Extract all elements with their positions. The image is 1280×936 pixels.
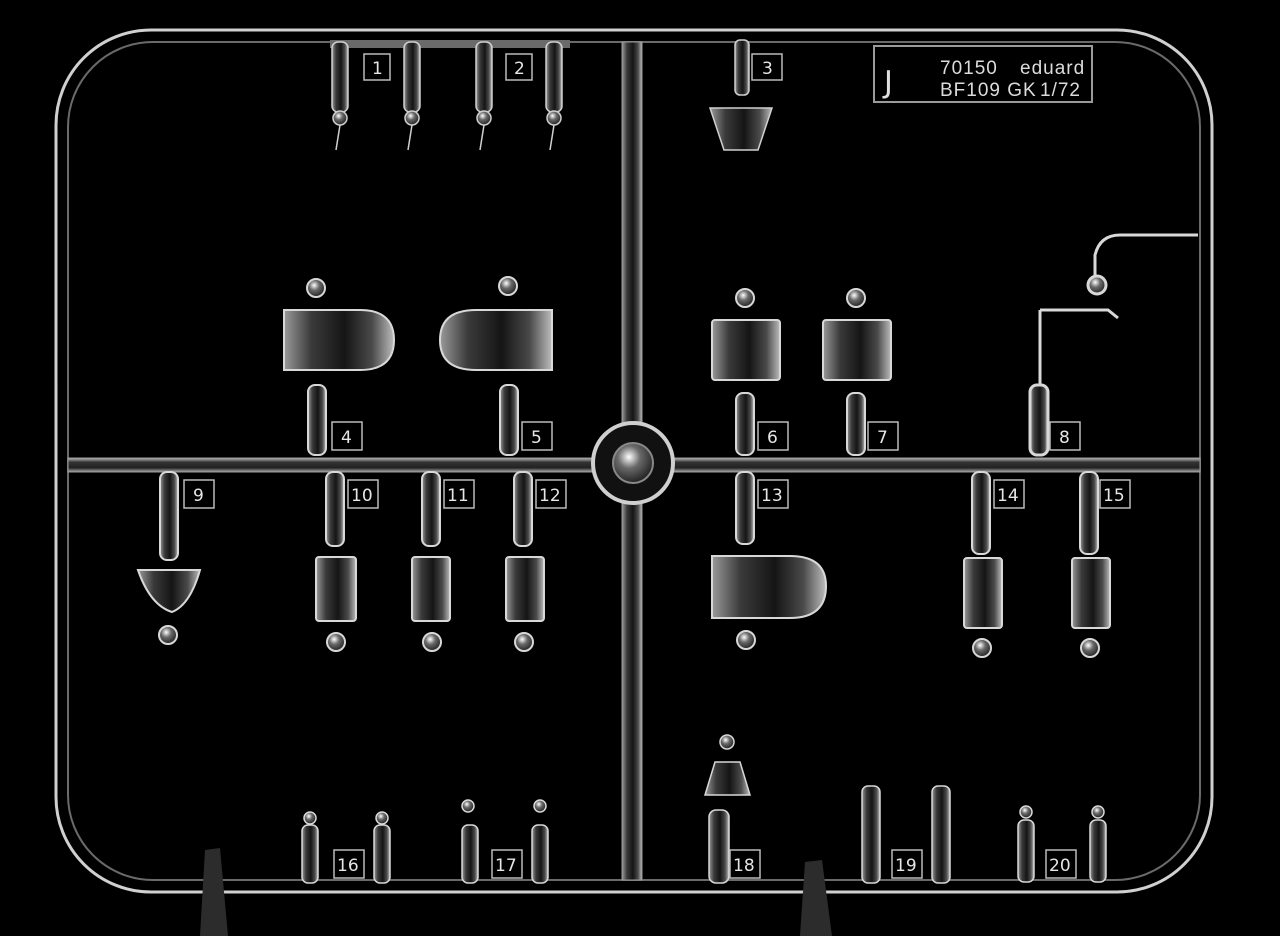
part-8: [1028, 233, 1198, 457]
part-10: [315, 471, 357, 652]
sprue-model: BF109 GK: [940, 80, 1037, 101]
part-tag-12: 12: [535, 479, 567, 509]
svg-text:19: 19: [895, 856, 917, 876]
svg-text:16: 16: [337, 856, 359, 876]
runner-hub-core: [612, 442, 654, 484]
part-tag-13: 13: [757, 479, 789, 509]
part-6: [711, 288, 781, 456]
part-tag-18: 18: [729, 849, 761, 879]
part-18: [703, 734, 752, 884]
part-16-pair: [301, 811, 391, 884]
part-tag-2: 2: [505, 53, 533, 81]
part-20-pair: [1017, 805, 1107, 883]
part-tag-8: 8: [1049, 421, 1081, 451]
sprue-scale: 1/72: [1040, 80, 1081, 101]
stand-leg-right: [800, 860, 832, 936]
svg-text:1: 1: [372, 59, 383, 79]
svg-text:9: 9: [193, 486, 204, 506]
part-tag-16: 16: [333, 849, 365, 879]
part-14: [963, 471, 1003, 658]
part-tag-4: 4: [331, 421, 363, 451]
part-5-canopy: [438, 276, 553, 456]
svg-text:2: 2: [514, 59, 525, 79]
part-tag-14: 14: [993, 479, 1025, 509]
part-9: [136, 471, 202, 645]
svg-text:12: 12: [539, 486, 561, 506]
part-tag-5: 5: [521, 421, 553, 451]
part-group-1-2: [331, 41, 563, 151]
svg-text:13: 13: [761, 486, 783, 506]
svg-text:4: 4: [341, 428, 352, 448]
outer-frame: [54, 28, 1214, 894]
part-tag-11: 11: [443, 479, 475, 509]
svg-text:15: 15: [1103, 486, 1125, 506]
part-13: [711, 471, 828, 650]
part-tag-10: 10: [347, 479, 379, 509]
part-17-pair: [461, 799, 549, 884]
part-7: [822, 288, 892, 456]
top-gate-strip: [330, 40, 570, 48]
svg-text:8: 8: [1059, 428, 1070, 448]
part-tag-20: 20: [1045, 849, 1077, 879]
svg-text:14: 14: [997, 486, 1019, 506]
part-19-pair: [861, 785, 951, 884]
part-11: [411, 471, 451, 652]
sprue-brand: eduard: [1020, 58, 1085, 79]
part-number-tags: 1 2 3 4 5 6 7 8 9 10 11 12 13 14 15 16 1…: [183, 53, 1131, 879]
part-tag-7: 7: [867, 421, 899, 451]
part-tag-1: 1: [363, 53, 391, 81]
svg-text:10: 10: [351, 486, 373, 506]
sprue-label-box: J 70150 eduard BF109 GK 1/72: [873, 45, 1093, 103]
part-tag-19: 19: [891, 849, 923, 879]
stand-leg-left: [200, 848, 228, 936]
svg-text:17: 17: [495, 856, 517, 876]
svg-text:3: 3: [762, 59, 773, 79]
part-15: [1071, 471, 1111, 658]
svg-text:20: 20: [1049, 856, 1071, 876]
svg-text:18: 18: [733, 856, 755, 876]
part-4-canopy: [283, 278, 396, 456]
part-tag-17: 17: [491, 849, 523, 879]
svg-text:11: 11: [447, 486, 469, 506]
part-tag-3: 3: [751, 53, 783, 81]
sprue-code: 70150: [940, 58, 998, 79]
part-tag-15: 15: [1099, 479, 1131, 509]
part-12: [505, 471, 545, 652]
svg-text:5: 5: [531, 428, 542, 448]
svg-text:6: 6: [767, 428, 778, 448]
sprue-letter: J: [882, 65, 893, 100]
part-3-windscreen: [708, 39, 774, 151]
part-tag-6: 6: [757, 421, 789, 451]
part-tag-9: 9: [183, 479, 215, 509]
svg-text:7: 7: [877, 428, 888, 448]
